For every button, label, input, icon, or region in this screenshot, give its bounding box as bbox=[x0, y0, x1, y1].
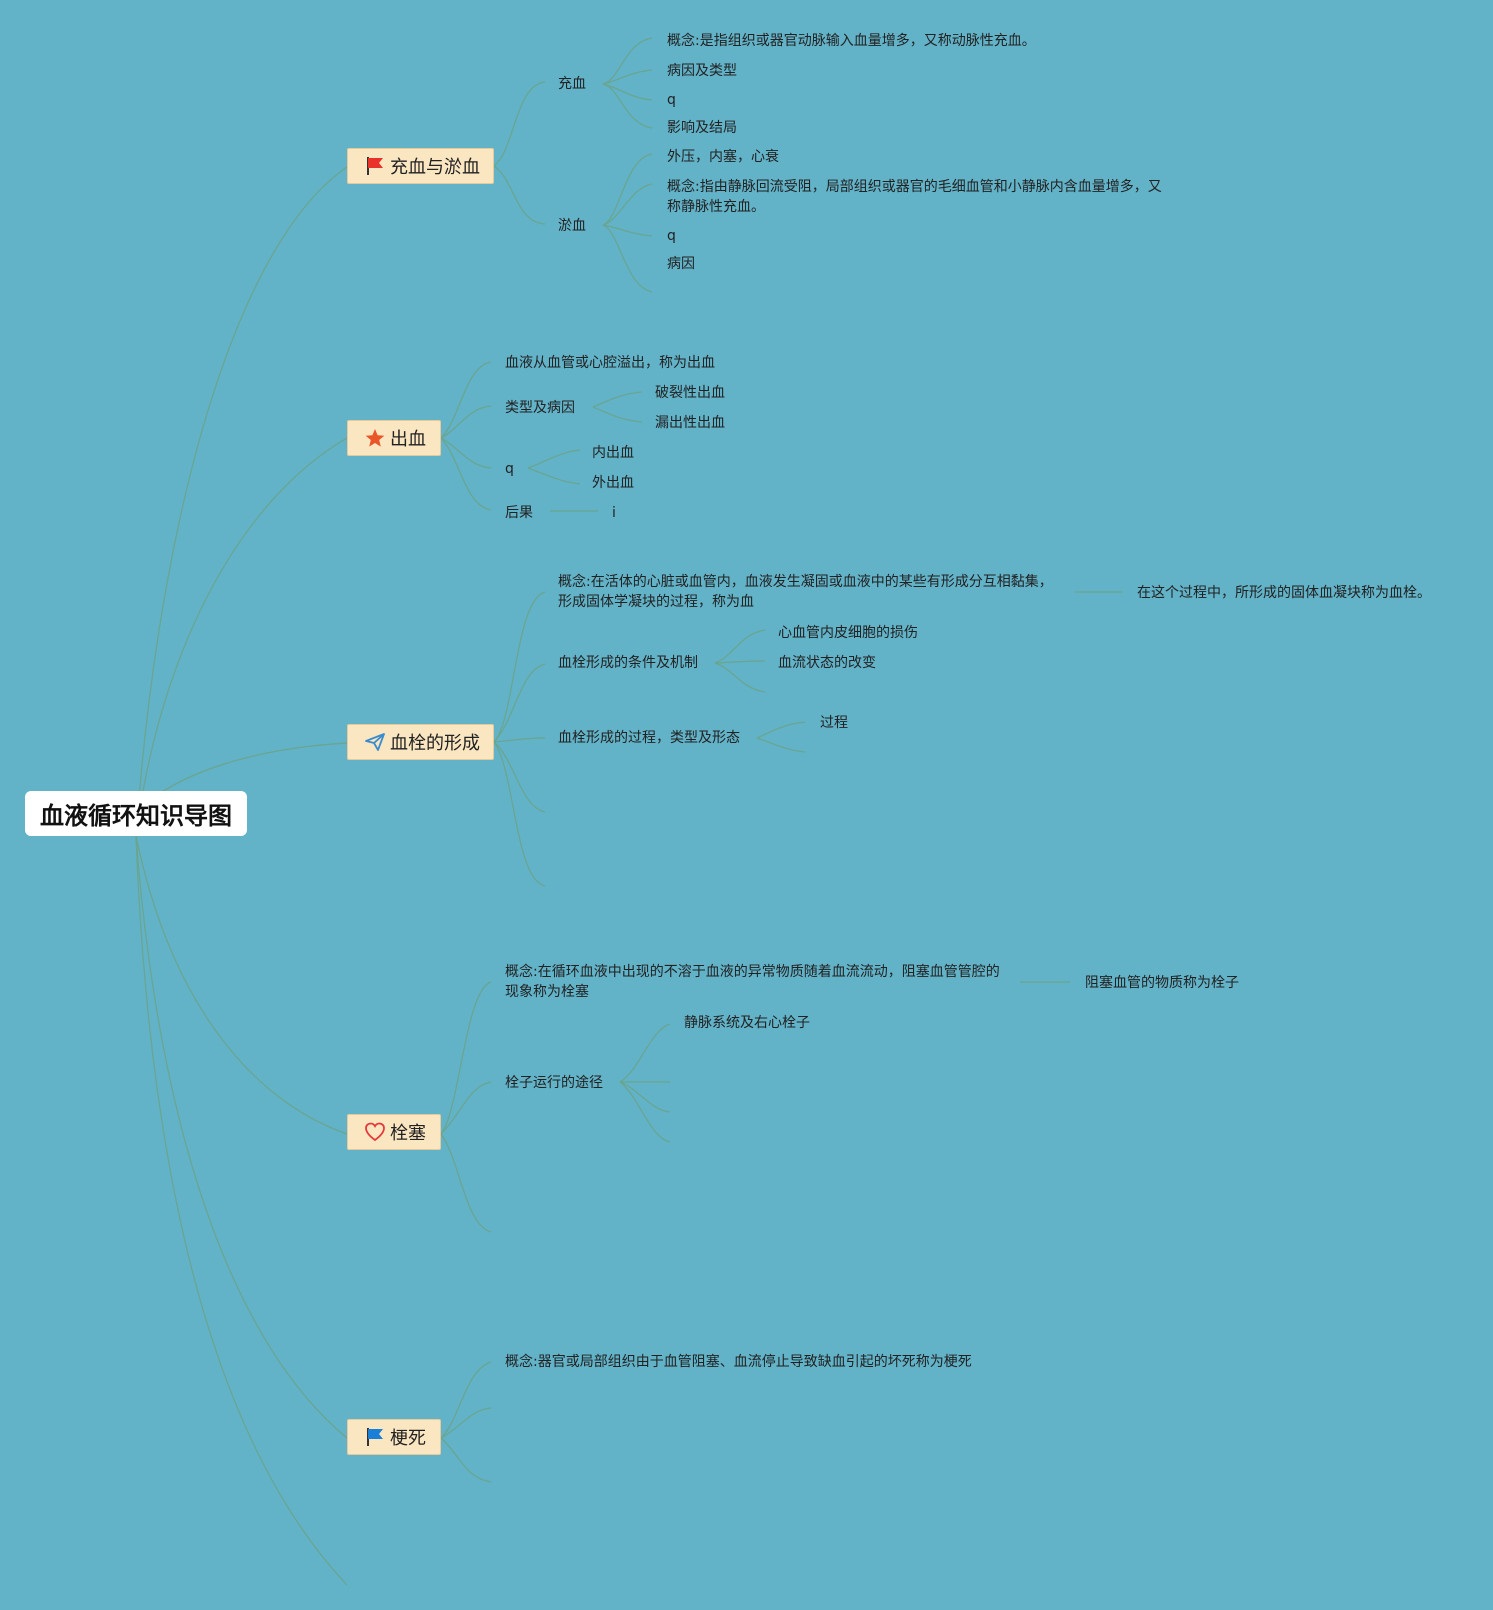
leaf-embolus-definition[interactable]: 阻塞血管的物质称为栓子 bbox=[1085, 975, 1239, 991]
connector-line bbox=[619, 1081, 671, 1113]
topic-q[interactable]: q bbox=[505, 461, 514, 477]
connector-line bbox=[592, 406, 643, 423]
branch-label: 血栓的形成 bbox=[390, 733, 480, 754]
connector-line bbox=[440, 437, 492, 469]
topic-embolus-pathway[interactable]: 栓子运行的途径 bbox=[505, 1075, 603, 1091]
connector-line bbox=[493, 591, 546, 743]
leaf-blood-flow-change[interactable]: 血流状态的改变 bbox=[778, 655, 876, 671]
connector-line bbox=[602, 153, 653, 226]
leaf-hyperemia-concept[interactable]: 概念:是指组织或器官动脉输入血量增多，又称动脉性充血。 bbox=[667, 33, 1036, 49]
connector-line bbox=[440, 1407, 492, 1439]
branch-embolism[interactable]: 栓塞 bbox=[347, 1114, 441, 1150]
connector-line bbox=[602, 37, 653, 85]
leaf-i[interactable]: i bbox=[612, 505, 616, 521]
connector-line bbox=[440, 361, 492, 439]
topic-thrombosis-process[interactable]: 血栓形成的过程，类型及形态 bbox=[558, 730, 740, 746]
connector-line bbox=[602, 183, 653, 226]
connector-line bbox=[602, 83, 653, 101]
connector-line bbox=[440, 437, 492, 511]
branch-hemorrhage[interactable]: 出血 bbox=[347, 420, 441, 456]
connector-line bbox=[619, 1081, 671, 1143]
leaf-q[interactable]: q bbox=[667, 228, 676, 244]
connector-line bbox=[493, 741, 546, 813]
connector-line bbox=[440, 405, 492, 439]
connector-line bbox=[493, 165, 546, 225]
connector-line bbox=[602, 224, 653, 293]
connector-line bbox=[440, 1361, 492, 1439]
connector-line bbox=[714, 662, 766, 693]
topic-hyperemia[interactable]: 充血 bbox=[558, 76, 586, 92]
connector-line bbox=[135, 835, 348, 1439]
branch-label: 出血 bbox=[390, 429, 426, 450]
connector-line bbox=[602, 224, 653, 237]
leaf-internal-hemorrhage[interactable]: 内出血 bbox=[592, 445, 634, 461]
leaf-process[interactable]: 过程 bbox=[820, 715, 848, 731]
connector-line bbox=[619, 1023, 671, 1083]
branch-hyperemia-congestion[interactable]: 充血与淤血 bbox=[347, 148, 494, 184]
connector-line bbox=[756, 737, 806, 753]
connector-line bbox=[714, 660, 766, 664]
connector-line bbox=[440, 1081, 492, 1135]
connector-line bbox=[135, 437, 348, 837]
connector-line bbox=[493, 663, 546, 743]
leaf-cause[interactable]: 病因 bbox=[667, 256, 695, 272]
connector-line bbox=[135, 166, 348, 837]
topic-consequence[interactable]: 后果 bbox=[505, 505, 533, 521]
topic-congestion[interactable]: 淤血 bbox=[558, 218, 586, 234]
leaf-endothelial-injury[interactable]: 心血管内皮细胞的损伤 bbox=[778, 625, 918, 641]
topic-thrombosis-concept[interactable]: 概念:在活体的心脏或血管内，血液发生凝固或血液中的某些有形成分互相黏集，形成固体… bbox=[558, 574, 1053, 610]
topic-type-cause[interactable]: 类型及病因 bbox=[505, 400, 575, 416]
branch-label: 梗死 bbox=[390, 1428, 426, 1449]
red-flag-icon bbox=[364, 155, 386, 177]
heart-icon bbox=[364, 1121, 386, 1143]
branch-label: 栓塞 bbox=[390, 1123, 426, 1144]
branch-thrombosis[interactable]: 血栓的形成 bbox=[347, 724, 494, 760]
connector-line bbox=[527, 449, 581, 469]
paper-plane-icon bbox=[364, 731, 386, 753]
leaf-congestion-concept[interactable]: 概念:指由静脉回流受阻，局部组织或器官的毛细血管和小静脉内含血量增多，又称静脉性… bbox=[667, 179, 1162, 215]
root-topic[interactable]: 血液循环知识导图 bbox=[25, 791, 247, 836]
branch-label: 充血与淤血 bbox=[390, 157, 480, 178]
connector-line bbox=[756, 721, 806, 739]
connector-line bbox=[135, 835, 348, 1135]
leaf-venous-right-heart-embolus[interactable]: 静脉系统及右心栓子 bbox=[684, 1015, 810, 1031]
connector-line bbox=[527, 467, 581, 485]
leaf-external-hemorrhage[interactable]: 外出血 bbox=[592, 475, 634, 491]
leaf-effect-outcome[interactable]: 影响及结局 bbox=[667, 120, 737, 136]
blue-flag-icon bbox=[364, 1426, 386, 1448]
connector-line bbox=[440, 1437, 492, 1483]
connector-line bbox=[135, 835, 348, 1586]
leaf-rupture-hemorrhage[interactable]: 破裂性出血 bbox=[655, 385, 725, 401]
connector-line bbox=[602, 83, 653, 129]
topic-embolism-concept[interactable]: 概念:在循环血液中出现的不溶于血液的异常物质随着血流流动，阻塞血管管腔的现象称为… bbox=[505, 964, 1000, 1000]
leaf-diapedesis-hemorrhage[interactable]: 漏出性出血 bbox=[655, 415, 725, 431]
connector-line bbox=[493, 737, 546, 743]
leaf-cause-type[interactable]: 病因及类型 bbox=[667, 63, 737, 79]
branch-infarction[interactable]: 梗死 bbox=[347, 1419, 441, 1455]
star-icon bbox=[364, 427, 386, 449]
connector-line bbox=[592, 391, 643, 408]
leaf-hemorrhage-definition[interactable]: 血液从血管或心腔溢出，称为出血 bbox=[505, 355, 715, 371]
leaf-thrombus-definition[interactable]: 在这个过程中，所形成的固体血凝块称为血栓。 bbox=[1137, 585, 1431, 601]
topic-infarction-concept[interactable]: 概念:器官或局部组织由于血管阻塞、血流停止导致缺血引起的坏死称为梗死 bbox=[505, 1354, 972, 1370]
connector-line bbox=[714, 629, 766, 664]
leaf-congestion-causes[interactable]: 外压，内塞，心衰 bbox=[667, 149, 779, 165]
connector-line bbox=[493, 81, 546, 167]
connector-line bbox=[440, 1133, 492, 1233]
leaf-q[interactable]: q bbox=[667, 92, 676, 108]
connector-line bbox=[602, 69, 653, 85]
connector-line bbox=[440, 981, 492, 1135]
topic-thrombosis-conditions[interactable]: 血栓形成的条件及机制 bbox=[558, 655, 698, 671]
connector-line bbox=[493, 741, 546, 887]
